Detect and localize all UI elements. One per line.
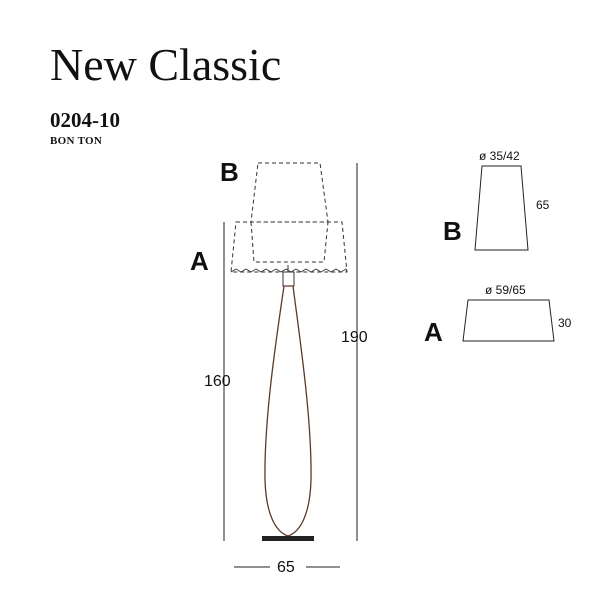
shade-b-outline [250, 162, 329, 223]
detail-a-label: A [424, 317, 443, 347]
lamp-base [262, 536, 314, 541]
label-b-main: B [220, 157, 239, 187]
lamp-body [264, 285, 312, 537]
dim-text-65: 65 [277, 559, 295, 576]
detail-b-diameter: ø 35/42 [479, 149, 520, 163]
dim-text-190: 190 [341, 329, 368, 346]
product-title: New Classic [50, 39, 282, 90]
detail-b-height: 65 [536, 198, 550, 212]
detail-a-diameter: ø 59/65 [485, 283, 526, 297]
detail-b-label: B [443, 216, 462, 246]
detail-a-height: 30 [558, 316, 572, 330]
lamp-socket [282, 271, 295, 287]
label-a-main: A [190, 246, 209, 276]
product-subtitle: BON TON [50, 135, 103, 147]
product-code: 0204-10 [50, 108, 120, 132]
shade-a-outline [230, 221, 348, 273]
dim-text-160: 160 [204, 373, 231, 390]
detail-a-shade [462, 299, 555, 342]
shade-b-inner [250, 221, 329, 263]
detail-b-shade [474, 165, 529, 251]
